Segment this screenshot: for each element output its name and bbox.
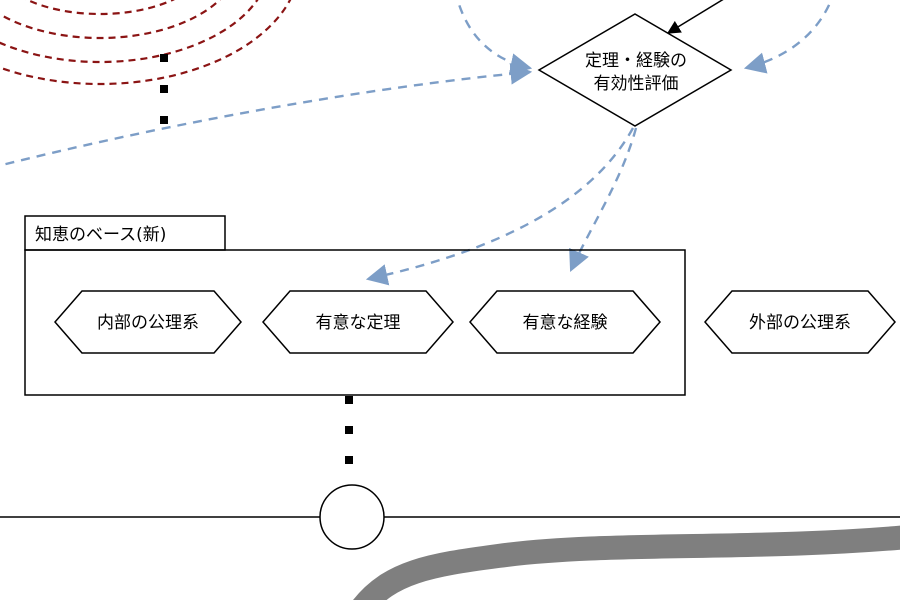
knowledge-base-box [24,249,686,396]
decision-label-line2: 有効性評価 [594,74,679,94]
arrow-decision-to-theorem [365,127,635,286]
decision-label-line1: 定理・経験の [585,51,687,71]
hexagon-significant-theorems-label: 有意な定理 [316,313,401,333]
dotted-link-lower [345,396,353,464]
dotted-link-upper [160,54,168,124]
hexagon-external-axioms-label: 外部の公理系 [749,313,851,333]
hexagon-significant-experience-label: 有意な経験 [523,313,608,333]
red-ellipse-outer [0,0,292,86]
arrow-decision-to-experience [569,127,638,272]
arrow-from-top-to-decision [456,0,533,75]
hexagon-external-axioms: 外部の公理系 [704,290,896,354]
junction-circle [319,484,385,550]
arrow-black-to-decision [666,0,724,34]
knowledge-base-container: 知恵のベース(新) [24,215,686,396]
hexagon-internal-axioms-label: 内部の公理系 [97,313,199,333]
hexagon-internal-axioms: 内部の公理系 [54,290,242,354]
hexagon-significant-theorems: 有意な定理 [262,290,454,354]
knowledge-base-title-box [24,215,226,251]
hexagon-significant-experience: 有意な経験 [469,290,661,354]
knowledge-base-title: 知恵のベース(新) [35,225,166,245]
gray-flow-band [353,525,900,600]
red-ellipse-3 [0,0,222,40]
arrow-from-right-to-decision [743,0,833,74]
blue-arrow-group [0,0,833,286]
red-dashed-ellipse-group [0,0,292,86]
decision-diamond: 定理・経験の 有効性評価 [537,13,733,127]
arrow-from-left-to-decision [0,63,533,167]
red-ellipse-inner [25,0,175,16]
